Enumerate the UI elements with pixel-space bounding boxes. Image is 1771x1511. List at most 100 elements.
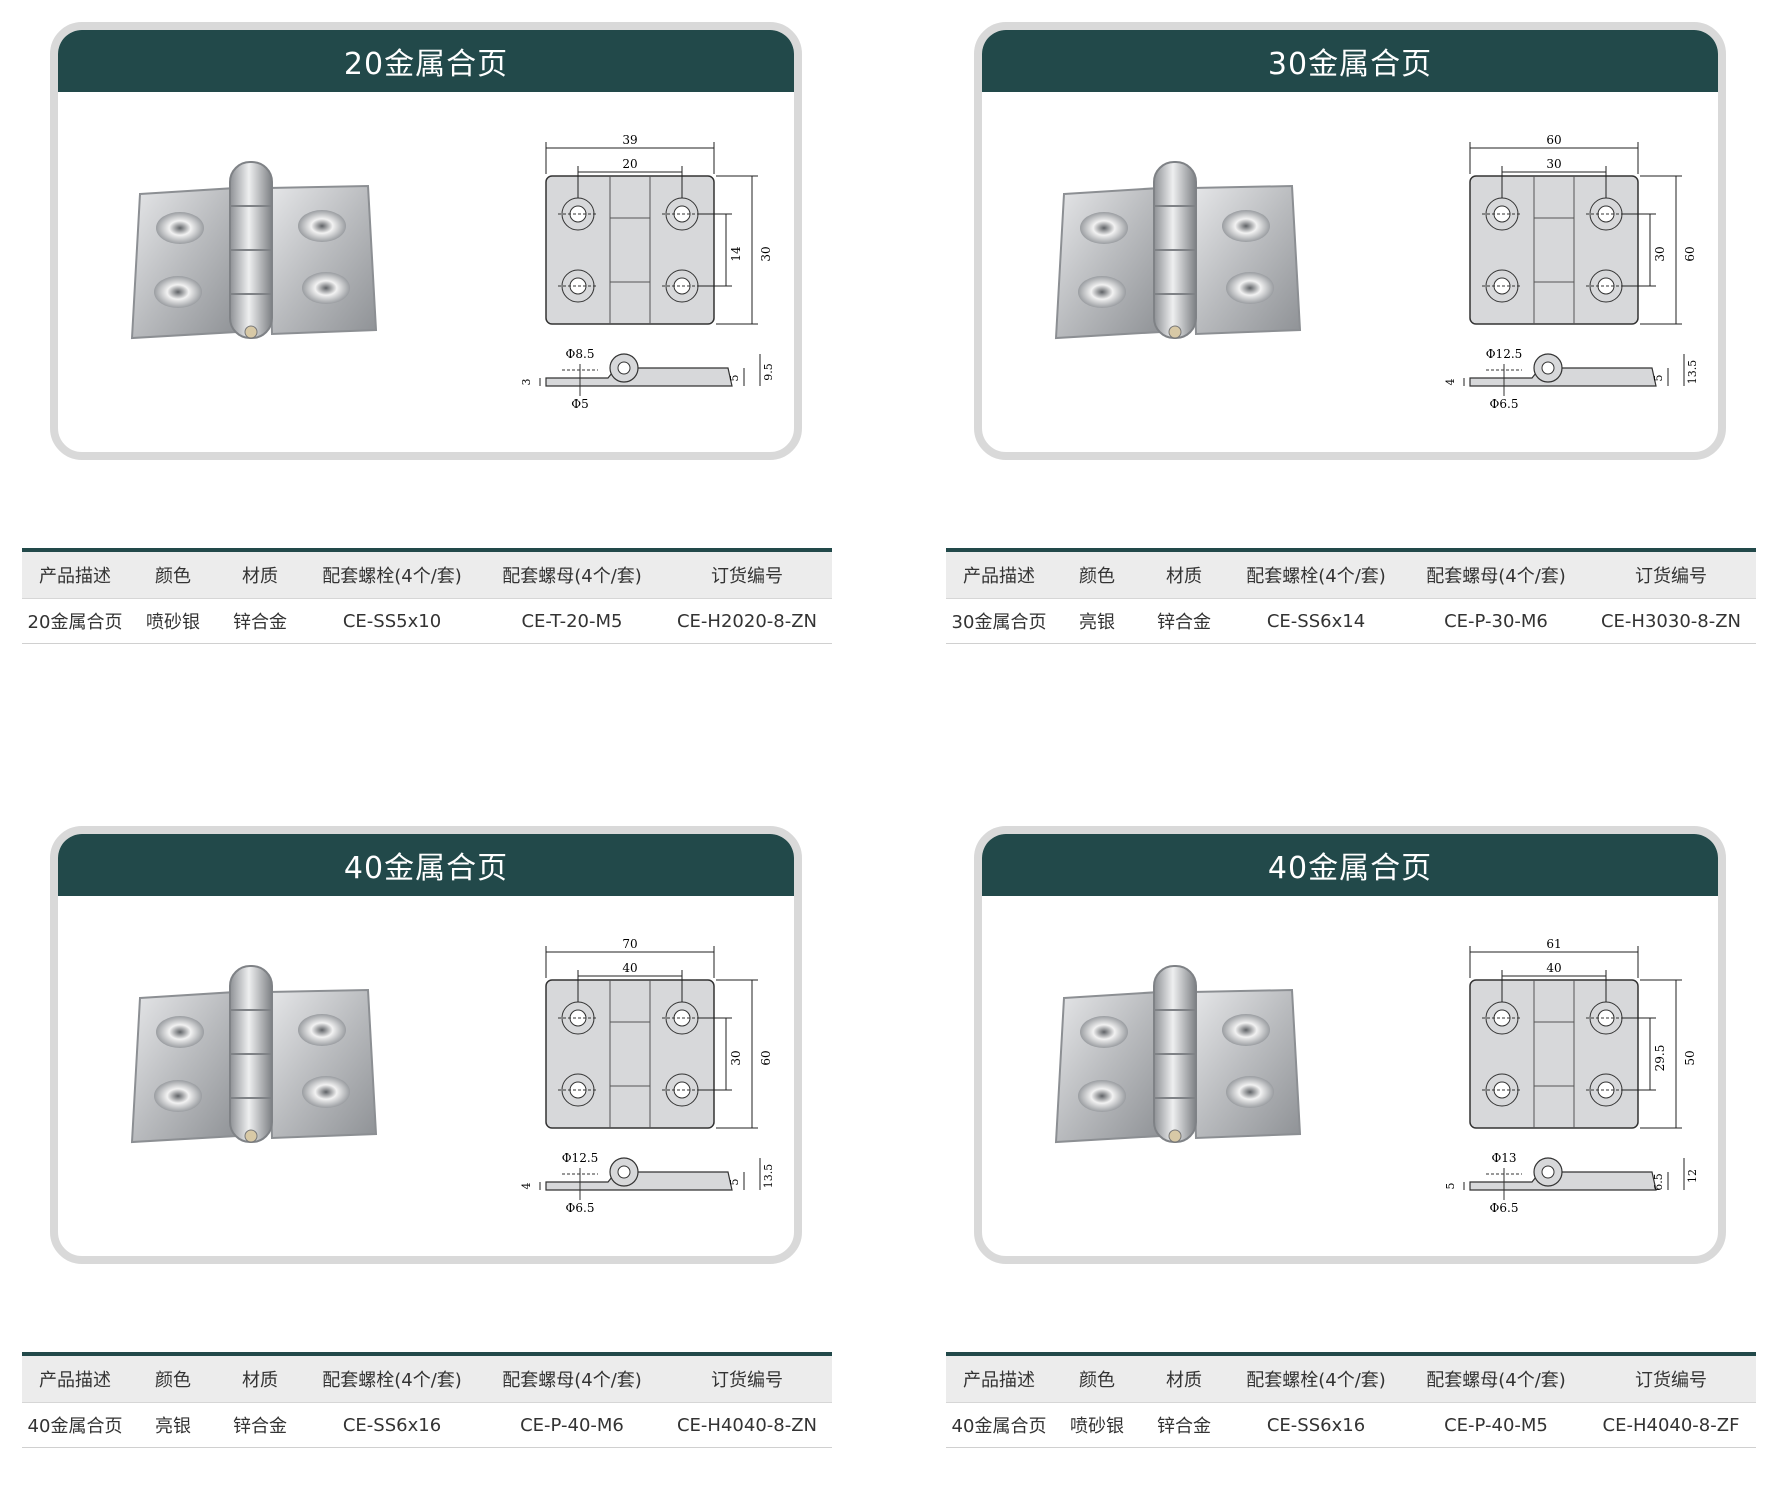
dim-height-outer: 60	[759, 1050, 773, 1065]
cell-bolt: CE-SS5x10	[342, 610, 442, 632]
dim-leaf-height: 5	[728, 1179, 741, 1186]
cell-bolt: CE-SS6x14	[1266, 610, 1366, 632]
dim-side-height: 13.5	[1686, 360, 1699, 385]
spec-table-1: 产品描述 颜色 材质 配套螺栓(4个/套) 配套螺母(4个/套) 订货编号 20…	[22, 548, 832, 644]
hinge-pin	[244, 325, 258, 339]
cell-order-code: CE-H4040-8-ZF	[1602, 1414, 1740, 1436]
countersunk-hole	[1080, 212, 1128, 244]
hinge-leaf-left	[130, 186, 237, 340]
col-order-code: 订货编号	[1586, 1354, 1756, 1403]
card-title-text: 30金属合页	[1267, 47, 1433, 82]
dim-leaf-height: 5	[728, 375, 741, 382]
countersunk-hole	[1222, 210, 1270, 242]
col-order-code: 订货编号	[1586, 550, 1756, 599]
dim-diameter-top: Φ13	[1491, 1151, 1516, 1165]
dim-width-outer: 60	[1546, 133, 1561, 147]
col-bolt: 配套螺栓(4个/套)	[1226, 550, 1406, 599]
hinge-pin	[244, 1129, 258, 1143]
dim-diameter-bottom: Φ5	[571, 397, 588, 411]
cell-description: 30金属合页	[951, 612, 1047, 633]
cell-nut: CE-P-40-M5	[1444, 1414, 1548, 1436]
hinge-leaf-left	[130, 990, 237, 1144]
drawing-front-view	[1469, 979, 1639, 1129]
spec-table-header: 产品描述 颜色 材质 配套螺栓(4个/套) 配套螺母(4个/套) 订货编号	[22, 1354, 832, 1403]
drawing-front-view	[545, 175, 715, 325]
spec-table-header: 产品描述 颜色 材质 配套螺栓(4个/套) 配套螺母(4个/套) 订货编号	[946, 1354, 1756, 1403]
drawing-side-view	[539, 1157, 761, 1200]
dim-height-inner: 30	[1653, 246, 1667, 261]
dim-height-inner: 29.5	[1653, 1045, 1667, 1072]
col-description: 产品描述	[946, 1354, 1052, 1403]
dim-height-outer: 50	[1683, 1050, 1697, 1065]
drawing-side-view	[1463, 1157, 1685, 1200]
technical-drawing: 70 40 30 60 Φ12.5 Φ6.5 4 5 13.5	[520, 937, 775, 1215]
col-bolt: 配套螺栓(4个/套)	[302, 550, 482, 599]
dim-height-outer: 60	[1683, 246, 1697, 261]
col-nut: 配套螺母(4个/套)	[1406, 550, 1586, 599]
cell-bolt: CE-SS6x16	[342, 1414, 442, 1436]
countersunk-hole	[1226, 272, 1274, 304]
technical-drawing: 39 20 14 30 Φ8.5 Φ5 3 5 9.5	[520, 133, 775, 411]
table-row: 30金属合页 亮银 锌合金 CE-SS6x14 CE-P-30-M6 CE-H3…	[946, 599, 1756, 644]
hinge-photo	[130, 965, 378, 1144]
cell-order-code: CE-H2020-8-ZN	[676, 610, 818, 632]
cell-material: 锌合金	[233, 612, 287, 633]
dim-height-inner: 30	[729, 1050, 743, 1065]
spec-table-header: 产品描述 颜色 材质 配套螺栓(4个/套) 配套螺母(4个/套) 订货编号	[22, 550, 832, 599]
hinge-photo	[1054, 161, 1302, 340]
countersunk-hole	[298, 210, 346, 242]
spec-table-2: 产品描述 颜色 材质 配套螺栓(4个/套) 配套螺母(4个/套) 订货编号 30…	[946, 548, 1756, 644]
card-title: 40金属合页	[982, 834, 1718, 896]
col-nut: 配套螺母(4个/套)	[482, 550, 662, 599]
dim-leaf-height: 6.5	[1652, 1173, 1665, 1191]
countersunk-hole	[1078, 1080, 1126, 1112]
col-material: 材质	[218, 550, 302, 599]
drawing-front-view	[545, 979, 715, 1129]
dim-width-outer: 39	[622, 133, 637, 147]
card-title-text: 40金属合页	[343, 851, 509, 886]
countersunk-hole	[1080, 1016, 1128, 1048]
col-color: 颜色	[128, 550, 218, 599]
col-nut: 配套螺母(4个/套)	[482, 1354, 662, 1403]
hinge-pin	[1168, 325, 1182, 339]
dim-height-inner: 14	[729, 246, 743, 262]
col-bolt: 配套螺栓(4个/套)	[302, 1354, 482, 1403]
hinge-leaf-right	[1190, 988, 1302, 1140]
dim-diameter-bottom: Φ6.5	[1490, 397, 1519, 411]
dim-thickness: 3	[520, 379, 533, 386]
product-card-3: 40金属合页	[50, 826, 802, 1264]
countersunk-hole	[302, 1076, 350, 1108]
countersunk-hole	[302, 272, 350, 304]
dim-side-height: 9.5	[762, 363, 775, 381]
col-material: 材质	[218, 1354, 302, 1403]
dim-width-inner: 20	[622, 157, 637, 171]
col-color: 颜色	[128, 1354, 218, 1403]
cell-color: 喷砂银	[146, 612, 200, 633]
col-order-code: 订货编号	[662, 550, 832, 599]
col-nut: 配套螺母(4个/套)	[1406, 1354, 1586, 1403]
countersunk-hole	[1226, 1076, 1274, 1108]
hinge-photo	[1054, 965, 1302, 1144]
card-title: 40金属合页	[58, 834, 794, 896]
dim-diameter-top: Φ12.5	[562, 1151, 599, 1165]
drawing-side-view	[539, 353, 761, 396]
dim-width-outer: 70	[622, 937, 637, 951]
cell-nut: CE-P-40-M6	[520, 1414, 624, 1436]
card-title-text: 20金属合页	[343, 47, 509, 82]
hinge-leaf-left	[1054, 990, 1161, 1144]
countersunk-hole	[1222, 1014, 1270, 1046]
card-title-text: 40金属合页	[1267, 851, 1433, 886]
spec-table-4: 产品描述 颜色 材质 配套螺栓(4个/套) 配套螺母(4个/套) 订货编号 40…	[946, 1352, 1756, 1448]
dim-leaf-height: 5	[1652, 375, 1665, 382]
col-color: 颜色	[1052, 550, 1142, 599]
hinge-leaf-right	[266, 988, 378, 1140]
technical-drawing: 60 30 30 60 Φ12.5 Φ6.5 4 5 13.5	[1444, 133, 1699, 411]
card-title: 30金属合页	[982, 30, 1718, 92]
col-order-code: 订货编号	[662, 1354, 832, 1403]
cell-material: 锌合金	[1157, 612, 1211, 633]
hinge-leaf-right	[1190, 184, 1302, 336]
cell-color: 亮银	[1079, 612, 1115, 633]
card-title: 20金属合页	[58, 30, 794, 92]
col-description: 产品描述	[946, 550, 1052, 599]
countersunk-hole	[298, 1014, 346, 1046]
